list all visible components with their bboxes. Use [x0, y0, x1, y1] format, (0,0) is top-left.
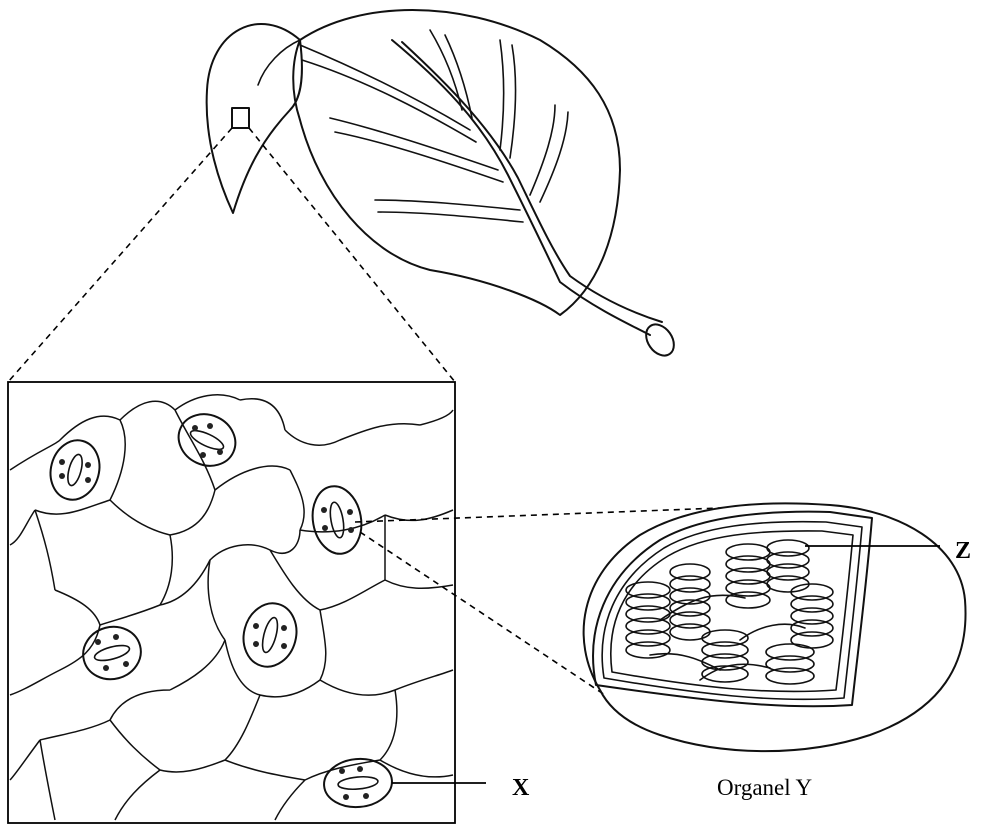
stoma-icon — [44, 435, 106, 505]
chloroplast-icon — [584, 503, 966, 751]
organelle-caption: Organel Y — [717, 775, 813, 800]
granum — [626, 540, 833, 684]
leaf-icon — [207, 10, 680, 361]
label-z: Z — [955, 538, 971, 564]
stoma-icon — [307, 482, 366, 557]
epidermis-panel — [8, 382, 455, 823]
stoma-icon — [77, 620, 146, 685]
label-x: X — [512, 775, 530, 801]
stoma-icon — [170, 405, 244, 475]
stoma-icon — [237, 597, 304, 672]
